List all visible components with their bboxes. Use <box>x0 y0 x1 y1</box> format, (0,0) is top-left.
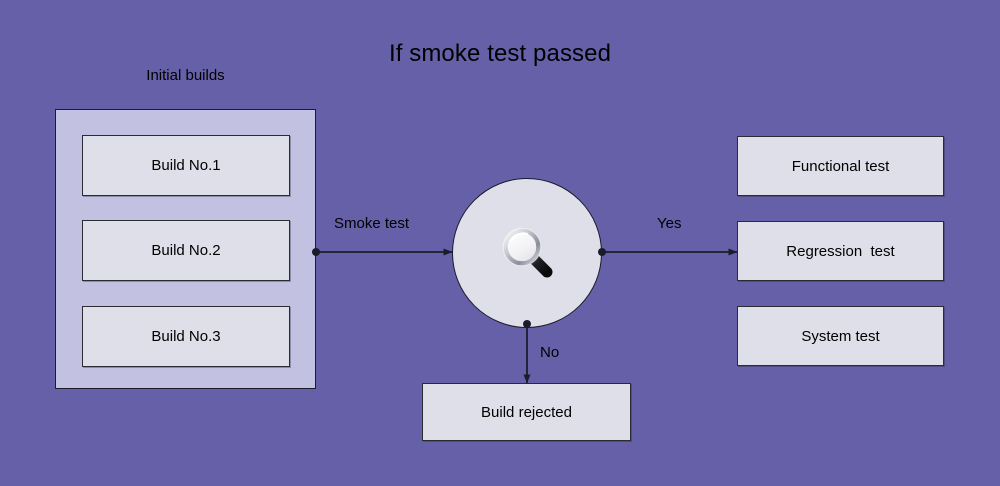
outcome-box-system-test[interactable]: System test <box>737 306 944 366</box>
edge-label-smoke-test: Smoke test <box>334 215 410 232</box>
magnifying-glass-icon <box>502 227 553 278</box>
edge-yes <box>598 248 738 256</box>
build-rejected-box[interactable]: Build rejected <box>422 383 631 441</box>
initial-builds-label: Initial builds <box>146 67 225 84</box>
edge-smoke-test <box>312 248 453 256</box>
page-title: If smoke test passed <box>388 40 612 67</box>
outcome-box-functional-test[interactable]: Functional test <box>737 136 944 196</box>
edge-label-no: No <box>540 344 560 361</box>
edge-no <box>523 320 531 384</box>
build-box-3[interactable]: Build No.3 <box>82 306 290 367</box>
outcome-box-regression-test[interactable]: Regression test <box>737 221 944 281</box>
edge-label-yes: Yes <box>657 215 682 232</box>
build-box-2[interactable]: Build No.2 <box>82 220 290 281</box>
build-box-1[interactable]: Build No.1 <box>82 135 290 196</box>
